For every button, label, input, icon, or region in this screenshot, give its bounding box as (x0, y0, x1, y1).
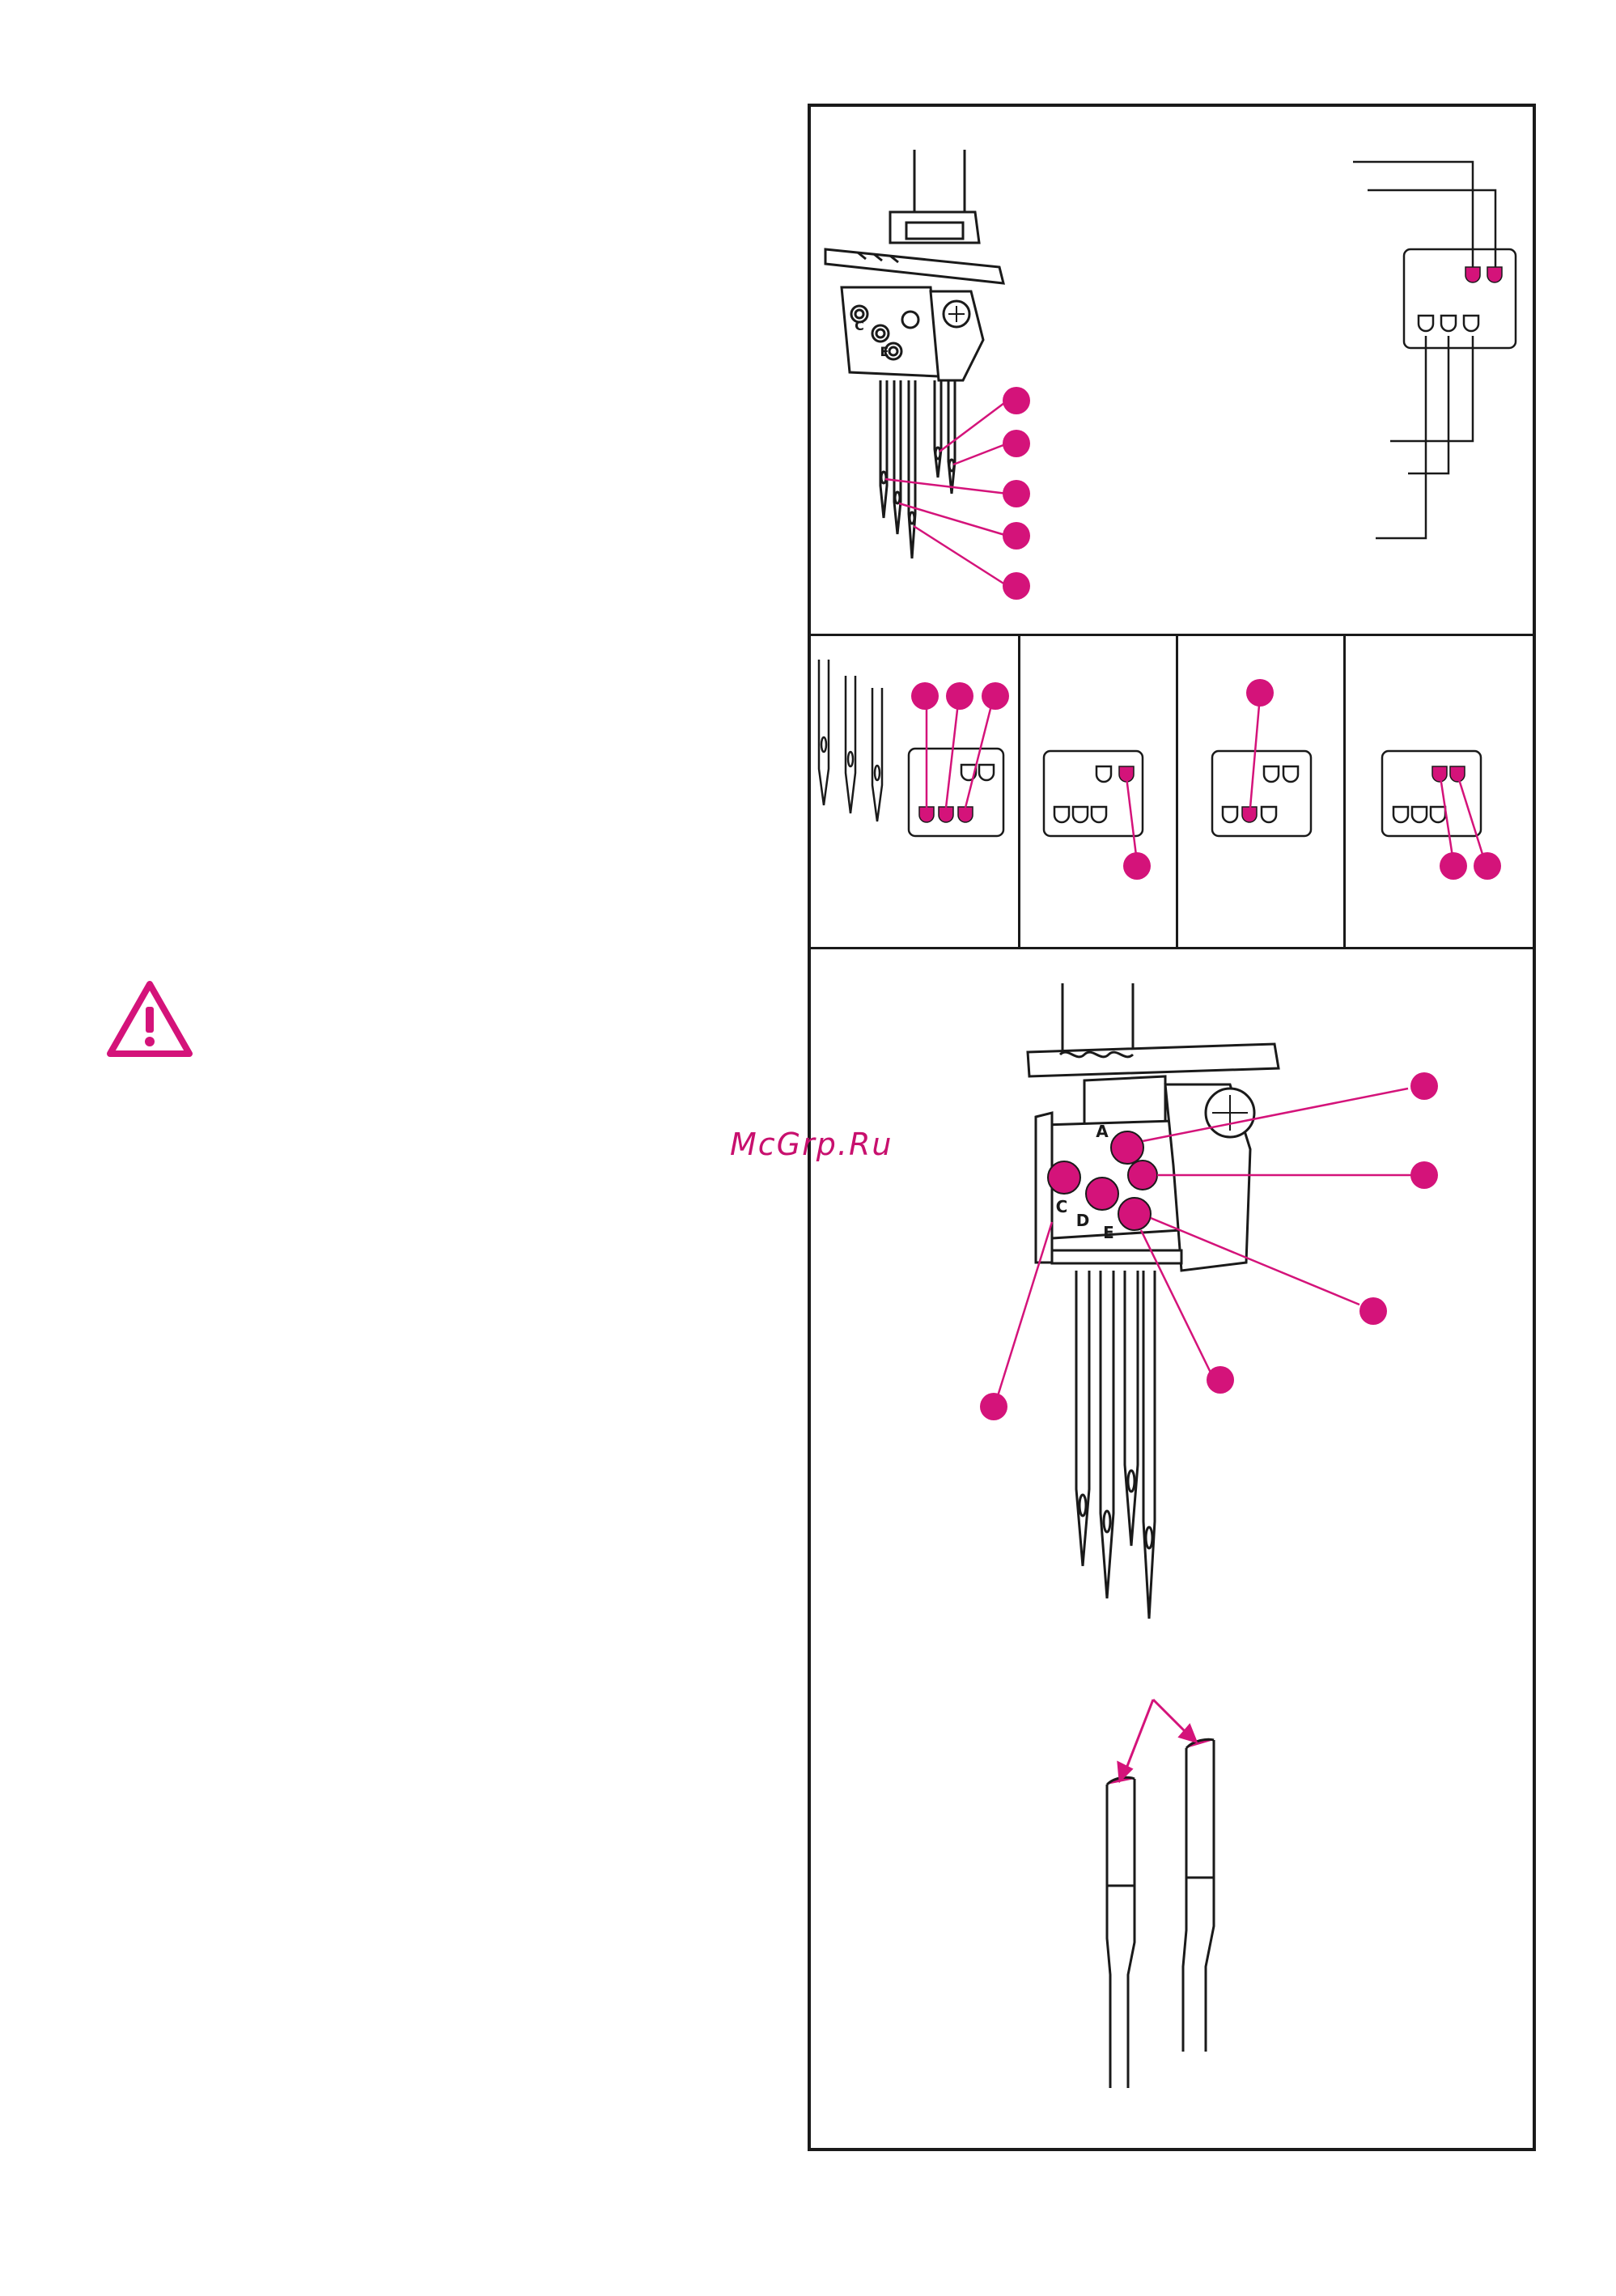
screw-label-d: D (1076, 1211, 1090, 1230)
cell-2-callout-dot (1123, 852, 1151, 880)
cell-4-callout-dots (1440, 852, 1501, 880)
clamp-label-c: C (855, 318, 864, 333)
needle-callout-dots (1003, 387, 1030, 600)
screw-label-a: A (1096, 1122, 1109, 1141)
cell-3-schematic (1212, 751, 1311, 836)
needle-clamp-illustration (825, 150, 1003, 558)
cell-1-callout-dots (911, 682, 1009, 710)
needle-shank-illustration (1107, 1739, 1214, 2088)
warning-triangle-icon (105, 979, 194, 1060)
presser-block-closeup (1028, 983, 1279, 1619)
cell-1-needles (819, 660, 1003, 836)
cell-3-callout-dot (1246, 679, 1274, 707)
cell-4-schematic (1382, 751, 1481, 836)
screw-label-e: E (1103, 1223, 1114, 1242)
needle-position-schematic (1353, 162, 1516, 538)
watermark-text: McGrp.Ru (730, 1127, 893, 1162)
clamp-label-e: E (880, 344, 889, 359)
flat-side-arrows (1118, 1700, 1196, 1780)
screw-label-c: C (1056, 1197, 1068, 1216)
needle-callout-lines (885, 401, 1007, 586)
